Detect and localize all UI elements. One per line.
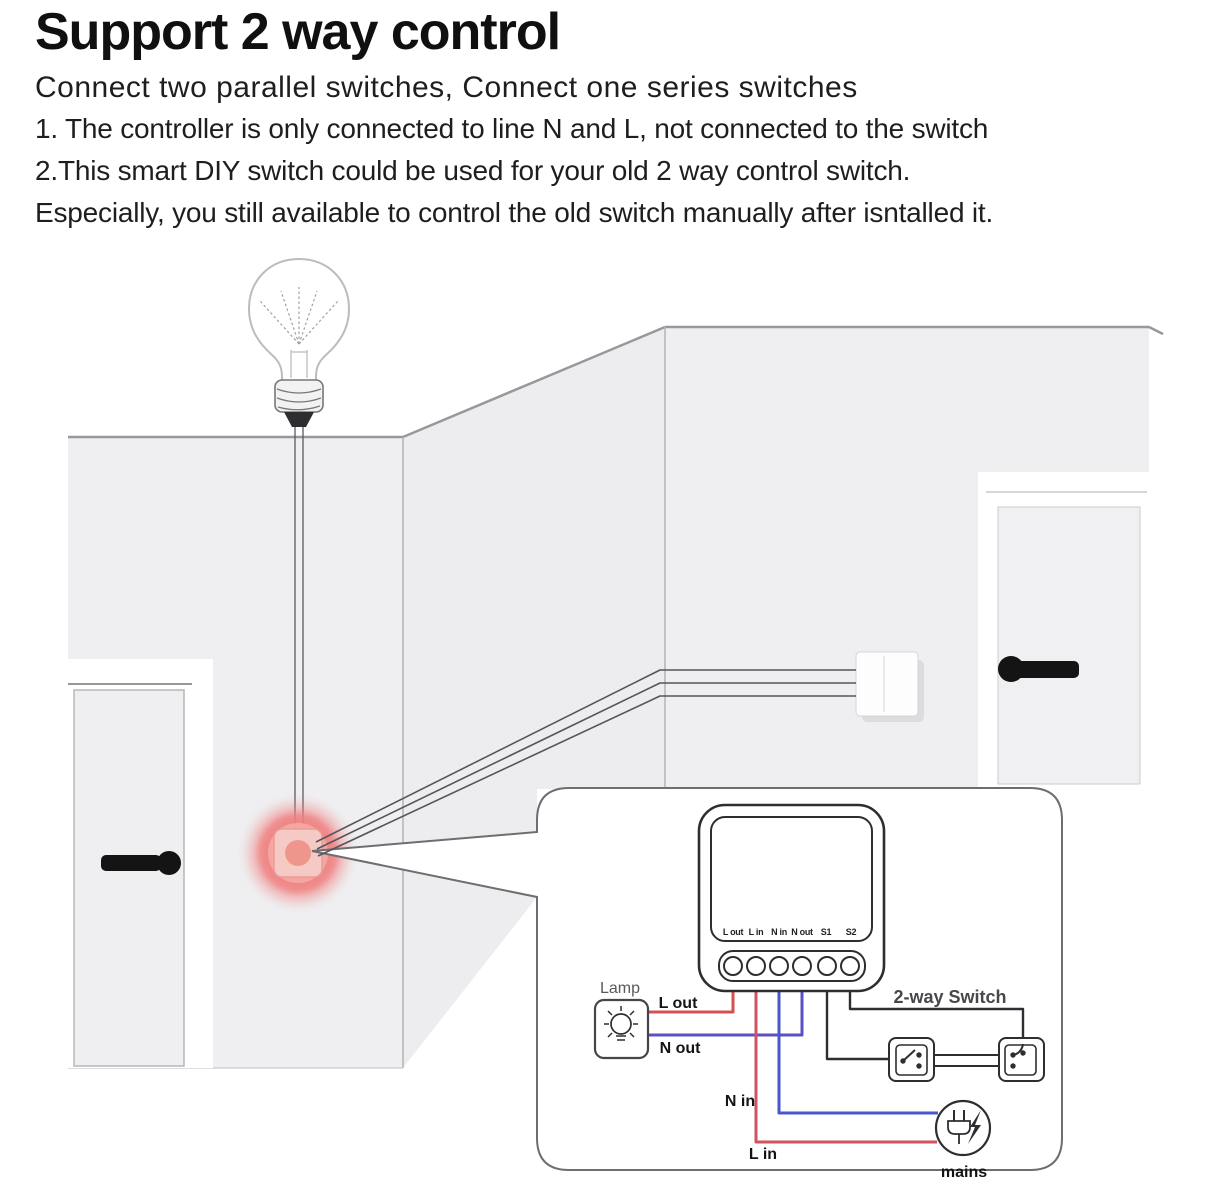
bulb-filament xyxy=(259,287,339,345)
l-out-label: L out xyxy=(659,995,698,1012)
wall-switch-plate xyxy=(855,651,924,722)
two-way-switch-label: 2-way Switch xyxy=(893,987,1006,1007)
light-bulb-icon xyxy=(247,257,351,840)
n-in-wire xyxy=(777,972,938,1115)
subtitle: Connect two parallel switches, Connect o… xyxy=(35,71,858,105)
left-door-panel xyxy=(73,689,185,1067)
door-handle-icon xyxy=(998,656,1079,682)
power-plug-icon xyxy=(947,1110,971,1144)
bulb-screw-base xyxy=(274,379,324,427)
right-door-panel xyxy=(997,506,1141,785)
bulb-glass xyxy=(247,257,351,382)
smart-switch-device: L out L in N in N out S1 S2 xyxy=(697,803,886,993)
bulb-stem xyxy=(290,350,308,378)
lamp-label: Lamp xyxy=(600,980,640,997)
switch-location-glow xyxy=(249,804,347,902)
two-way-switch-1 xyxy=(888,1037,935,1082)
terminal-label-n-out: N out xyxy=(791,927,813,937)
s1-wire xyxy=(825,972,889,1061)
terminal-label-l-out: L out xyxy=(723,927,744,937)
instruction-point-2: 2.This smart DIY switch could be used fo… xyxy=(35,155,911,187)
instruction-point-2-cont: Especially, you still available to contr… xyxy=(35,197,994,229)
terminal-label-s1: S1 xyxy=(821,927,832,937)
mains-label: mains xyxy=(941,1164,987,1181)
two-way-switch-2 xyxy=(998,1037,1045,1082)
terminal-label-n-in: N in xyxy=(771,927,787,937)
l-in-label: L in xyxy=(749,1146,777,1163)
terminal-screws xyxy=(723,956,860,976)
l-in-wire xyxy=(754,972,937,1144)
right-wall xyxy=(665,327,1149,789)
n-out-label: N out xyxy=(660,1040,702,1057)
header-text-block: Support 2 way control Connect two parall… xyxy=(0,0,1206,231)
wiring-illustration: L out L in N in N out S1 S2 Lamp xyxy=(67,257,1164,1181)
instruction-point-1: 1. The controller is only connected to l… xyxy=(35,113,989,145)
room-illustration xyxy=(67,257,1164,1069)
page-title: Support 2 way control xyxy=(35,3,561,61)
n-in-label: N in xyxy=(725,1093,755,1110)
in-wall-cables xyxy=(315,669,856,857)
device-face xyxy=(710,816,873,942)
left-door xyxy=(67,659,213,1068)
lamp-bulb-icon xyxy=(593,998,650,1060)
lightning-bolt-icon xyxy=(968,1110,981,1144)
terminal-label-l-in: L in xyxy=(749,927,764,937)
terminal-label-s2: S2 xyxy=(846,927,857,937)
n-out-wire xyxy=(649,972,804,1037)
mains-symbol xyxy=(934,1099,992,1157)
ceiling-line-diagonal xyxy=(402,325,666,439)
ceiling-line-right xyxy=(665,325,1164,336)
right-door xyxy=(978,472,1150,800)
door-handle-icon xyxy=(101,851,181,875)
wiring-diagram: L out L in N in N out S1 S2 Lamp xyxy=(593,803,1045,1181)
